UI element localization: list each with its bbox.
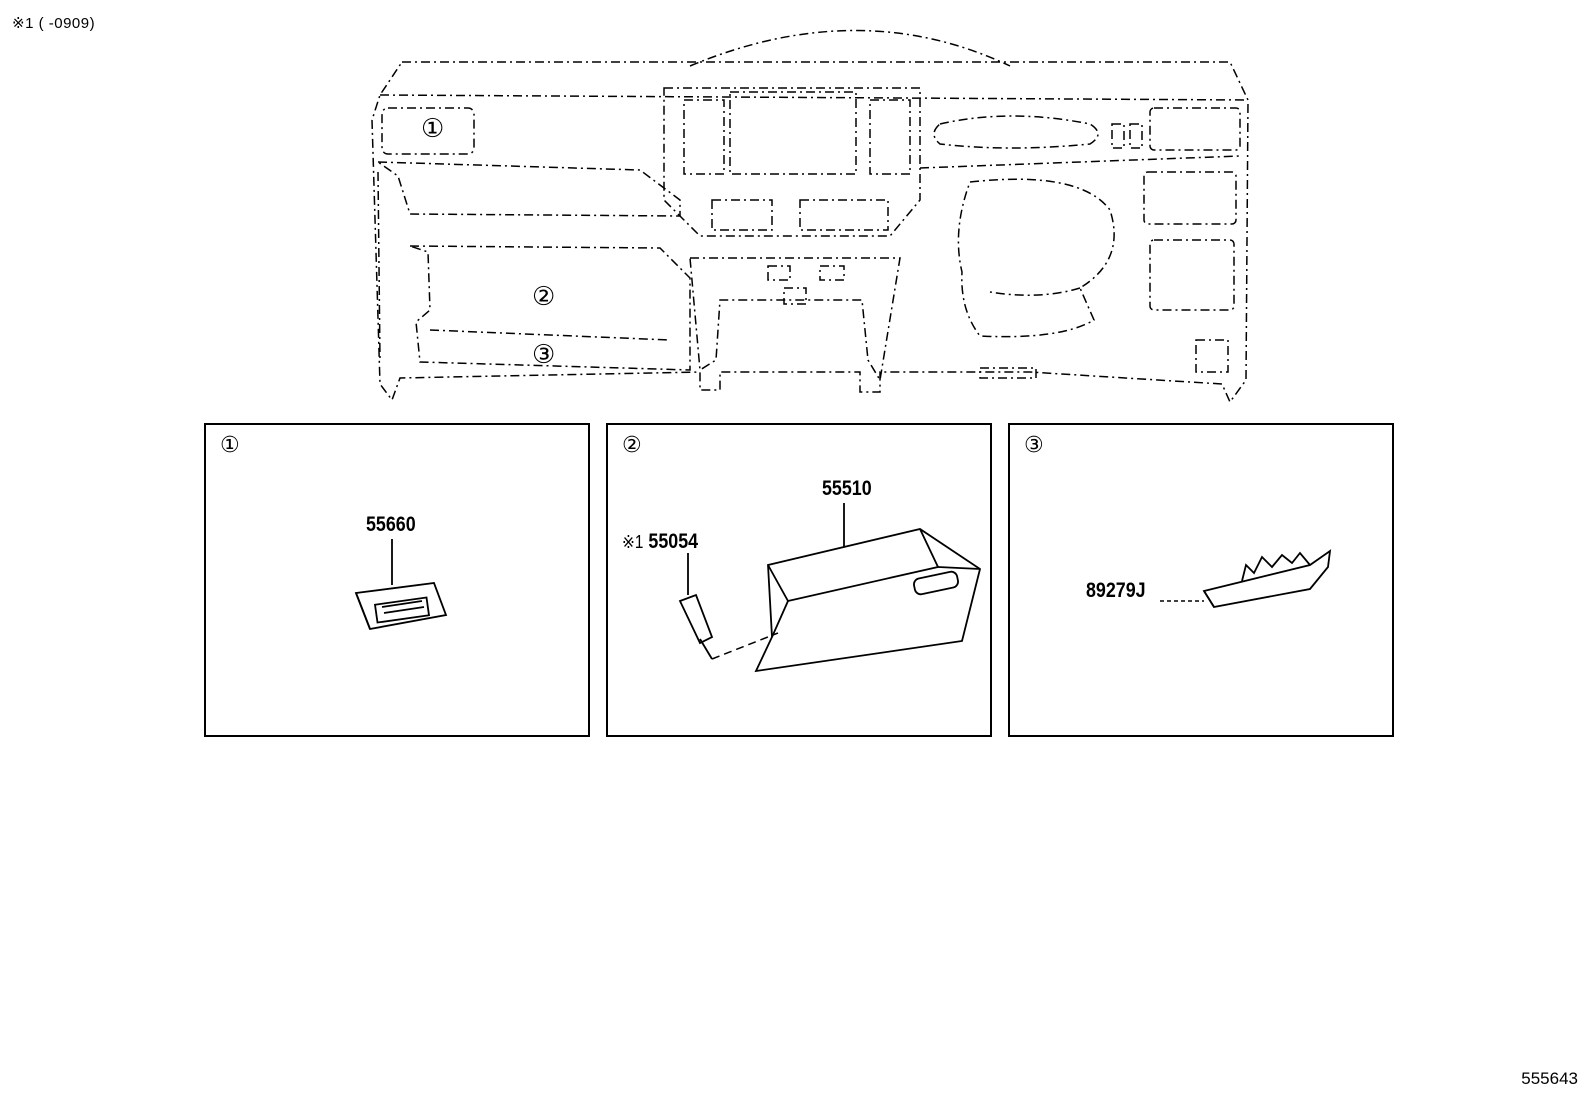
applicability-note: ※1 ( -0909) <box>12 15 96 32</box>
detail-panel-3: ③ 89279J <box>1008 423 1394 737</box>
air-vent-icon <box>354 539 448 631</box>
glove-box-icon <box>678 503 982 673</box>
part-number-55054-text: 55054 <box>648 530 699 553</box>
part-number-55510[interactable]: 55510 <box>822 477 872 500</box>
note-ref-mark: ※1 <box>622 532 644 552</box>
diagram-id: 555643 <box>1521 1069 1578 1088</box>
detail-panel-1: ① 55660 <box>204 423 590 737</box>
overview-callout-1: ① <box>421 114 445 144</box>
panel-3-number: ③ <box>1024 433 1044 458</box>
dashboard-outline-drawing <box>371 29 1249 404</box>
bracket-icon <box>1160 549 1332 608</box>
dashboard-overview: ① ② ③ <box>0 0 1592 410</box>
panel-1-number: ① <box>220 433 240 458</box>
part-number-55660[interactable]: 55660 <box>366 513 416 536</box>
overview-callout-2: ② <box>532 282 556 312</box>
part-number-89279J[interactable]: 89279J <box>1086 579 1146 602</box>
overview-callout-3: ③ <box>532 340 556 370</box>
panel-2-number: ② <box>622 433 642 458</box>
